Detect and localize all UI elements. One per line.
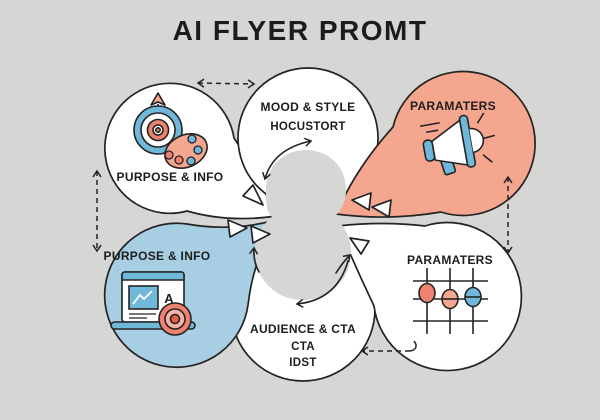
center-arrows xyxy=(227,137,392,309)
megaphone-icon xyxy=(419,112,496,176)
laptop-chart-line xyxy=(132,290,153,305)
megaphone-ray-2 xyxy=(482,134,496,140)
megaphone-ray-1 xyxy=(476,112,485,124)
white-arrow-top-left xyxy=(242,184,264,206)
label-audience-cta-subline2: IDST xyxy=(289,357,316,369)
palette-dot-blue-1 xyxy=(187,134,197,144)
sliders-icon xyxy=(413,268,488,334)
label-mood-style-subline: HOCUSTORT xyxy=(270,121,345,133)
palette-dot-blue-2 xyxy=(193,145,203,155)
laptop-letter: A xyxy=(164,291,174,306)
label-audience-cta-subline: CTA xyxy=(291,341,315,353)
label-mood-style: MOOD & STYLE xyxy=(261,100,356,114)
label-paramaters-top: PARAMATERS xyxy=(410,99,496,113)
laptop-analytics-icon: A xyxy=(110,271,196,336)
megaphone-dash-2 xyxy=(426,129,439,134)
focus-badge-center xyxy=(169,313,181,325)
center-gap-blob xyxy=(255,150,351,300)
label-purpose-info-top: PURPOSE & INFO xyxy=(117,170,224,184)
small-arrow-left-up xyxy=(248,246,260,273)
diagram-title: AI FLYER PROMT xyxy=(173,15,428,46)
white-arrow-left-inner xyxy=(250,225,271,244)
small-arrow-right-up xyxy=(335,254,351,274)
curved-arrow-mood xyxy=(261,137,313,181)
dart-feathers xyxy=(150,92,166,106)
palette-dot-red-1 xyxy=(164,150,174,160)
palette-dot-red-2 xyxy=(174,155,184,165)
laptop-top-bar xyxy=(121,271,185,281)
dartboard-palette-icon xyxy=(133,92,208,169)
megaphone-back-cap xyxy=(422,139,436,162)
white-arrow-bottom-right xyxy=(349,237,370,255)
label-audience-cta: AUDIENCE & CTA xyxy=(250,322,356,336)
dashed-connector-top xyxy=(196,78,256,89)
palette-dot-blue-3 xyxy=(186,156,196,166)
white-arrow-right-outer xyxy=(371,199,392,218)
dashed-connector-bottom-hook xyxy=(409,340,417,352)
slider-knob-red xyxy=(418,282,436,304)
label-purpose-info-left: PURPOSE & INFO xyxy=(104,249,211,263)
label-paramaters-bottom: PARAMATERS xyxy=(407,253,493,267)
megaphone-ray-3 xyxy=(482,154,493,163)
white-arrow-right-inner xyxy=(351,192,372,211)
megaphone-dash-1 xyxy=(419,121,440,128)
white-arrow-left-outer xyxy=(227,219,248,238)
dartboard-bullseye xyxy=(155,127,162,134)
curved-arrow-audience xyxy=(295,260,349,309)
